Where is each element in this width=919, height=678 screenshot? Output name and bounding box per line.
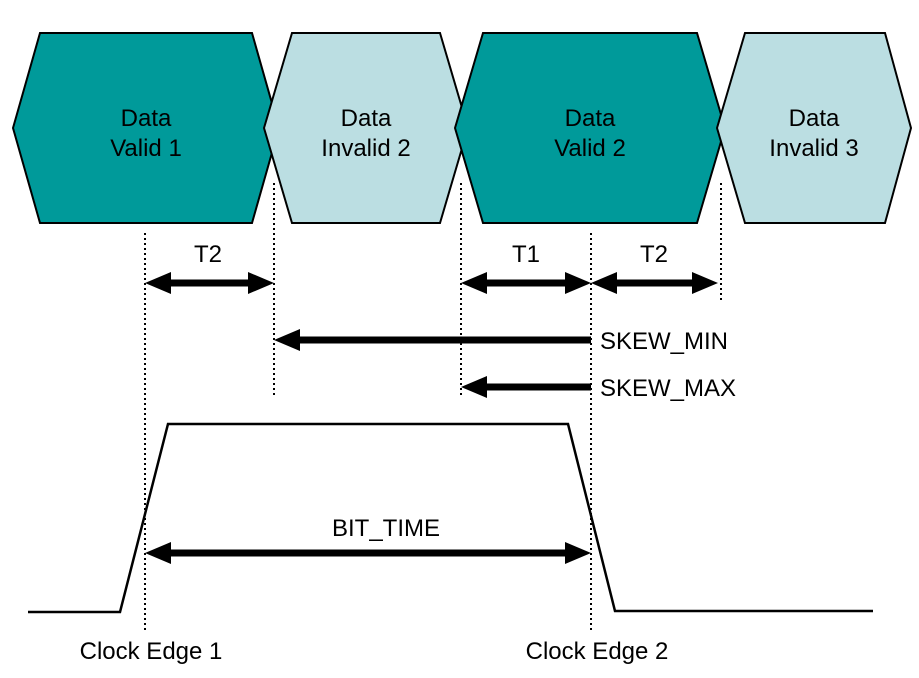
t2-right-arrowhead-left	[591, 272, 617, 294]
data-invalid-3-label-line1: Data	[789, 105, 840, 132]
skew-min-arrowhead	[274, 329, 300, 351]
bit-time-label: BIT_TIME	[332, 515, 440, 542]
t2-right-arrow	[591, 272, 718, 294]
data-invalid-3-label-line2: Invalid 3	[769, 135, 858, 162]
skew-max-arrowhead	[461, 376, 487, 398]
clock-edge-2-label: Clock Edge 2	[526, 638, 669, 665]
skew-min-label: SKEW_MIN	[600, 328, 728, 355]
bit-time-arrowhead-left	[145, 542, 171, 564]
clock-waveform	[28, 422, 873, 614]
data-invalid-3-window	[715, 32, 913, 224]
clock-edge-1-label: Clock Edge 1	[80, 638, 223, 665]
t2-right-arrowhead-right	[692, 272, 718, 294]
t1-arrow	[461, 272, 591, 294]
skew-max-label: SKEW_MAX	[600, 375, 736, 402]
data-valid-1-label-line1: Data	[121, 105, 172, 132]
data-valid-2-label-line1: Data	[565, 105, 616, 132]
bit-time-arrowhead-right	[565, 542, 591, 564]
bit-time-arrow	[145, 542, 591, 564]
t2-left-arrowhead-left	[145, 272, 171, 294]
t1-arrowhead-left	[461, 272, 487, 294]
t1-label: T1	[512, 241, 540, 268]
data-valid-1-label-line2: Valid 1	[110, 135, 182, 162]
data-invalid-2-label-line2: Invalid 2	[321, 135, 410, 162]
skew-max-arrow	[461, 376, 591, 398]
t2-left-arrow	[145, 272, 274, 294]
data-invalid-2-label-line1: Data	[341, 105, 392, 132]
data-valid-2-label-line2: Valid 2	[554, 135, 626, 162]
t2-right-label: T2	[640, 241, 668, 268]
skew-min-arrow	[274, 329, 591, 351]
t1-arrowhead-right	[565, 272, 591, 294]
t2-left-label: T2	[194, 241, 222, 268]
t2-left-arrowhead-right	[248, 272, 274, 294]
